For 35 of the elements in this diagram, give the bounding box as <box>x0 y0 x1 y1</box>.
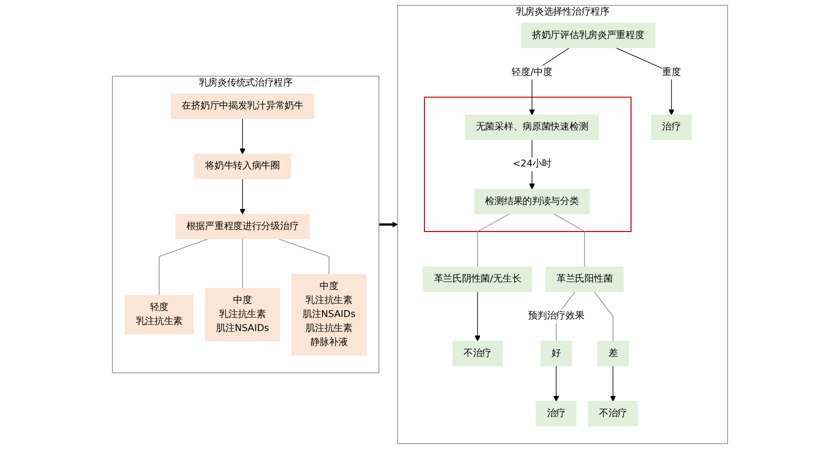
node-box: 挤奶厅评估乳房炎严重程度 <box>521 22 656 48</box>
node-box: 中度 乳注抗生素 肌注NSAIDs 肌注抗生素 静脉补液 <box>291 274 367 356</box>
node-box: 轻度 乳注抗生素 <box>124 295 194 334</box>
arrow <box>553 365 560 402</box>
node-box: 无菌采样、病原菌快速检测 <box>464 114 600 140</box>
node-box: 不治疗 <box>452 340 503 366</box>
arrow <box>474 291 480 342</box>
connector <box>477 213 510 268</box>
node-box: 治疗 <box>536 400 577 426</box>
connector <box>553 213 585 268</box>
node-box: 检测结果的判读与分类 <box>474 188 590 214</box>
cluster <box>424 96 632 232</box>
arrow <box>240 118 246 154</box>
node-box: 中度 乳注抗生素 肌注NSAIDs <box>204 288 280 342</box>
connector <box>242 238 243 289</box>
node-box: 不治疗 <box>588 400 638 426</box>
arrow <box>616 47 674 116</box>
arrow <box>378 222 398 228</box>
connector <box>158 238 209 296</box>
edge-label: 轻度/中度 <box>512 66 552 78</box>
arrow <box>610 365 616 402</box>
connector <box>278 238 330 275</box>
edge-label: 重度 <box>662 66 681 78</box>
arrow <box>240 178 246 214</box>
node-box: 在挤奶厅中揭发乳汁异常奶牛 <box>170 94 314 119</box>
node-box: 革兰氏阳性菌 <box>546 266 624 292</box>
node-box: 革兰氏阴性菌/无生长 <box>422 266 532 292</box>
connector <box>594 291 614 342</box>
node-box: 好 <box>540 340 572 366</box>
node-box: 将奶牛转入病牛圈 <box>194 154 291 180</box>
node-box: 差 <box>597 340 629 366</box>
node-box: 根据严重程度进行分级治疗 <box>175 214 310 240</box>
edge-label: <24小时 <box>512 158 552 170</box>
edge-label: 预判治疗效果 <box>528 310 584 322</box>
node-box: 治疗 <box>651 114 692 140</box>
